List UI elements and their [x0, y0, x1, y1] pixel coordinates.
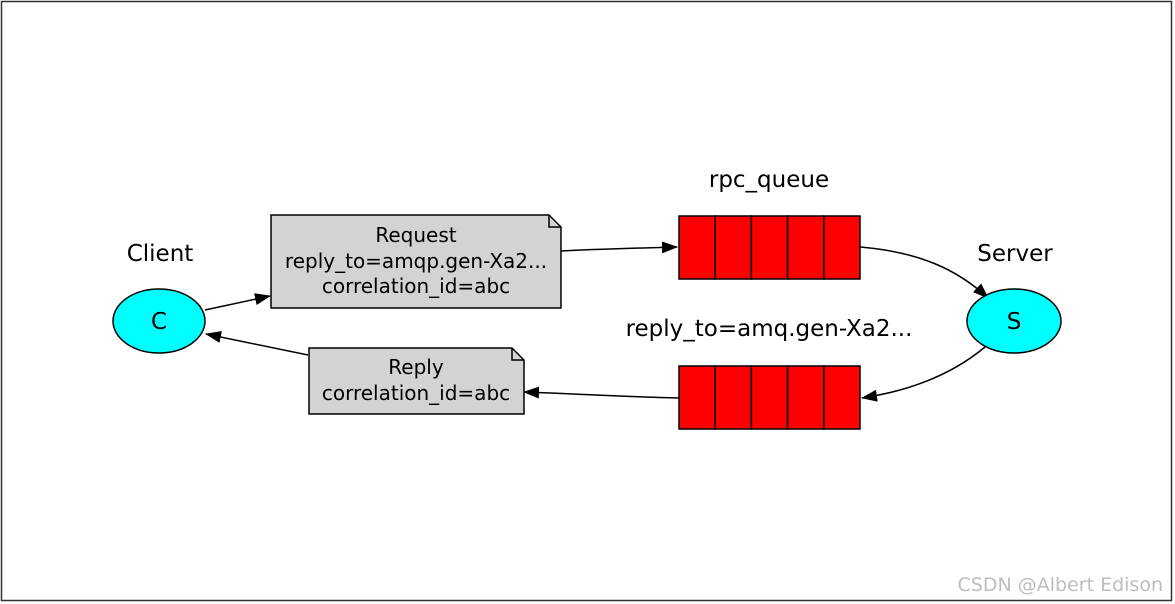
- reply-note-fold: [511, 348, 524, 361]
- reply-queue-cell: [823, 365, 861, 430]
- client-node-letter: C: [151, 309, 167, 335]
- request-note-line-1: Request: [375, 223, 456, 247]
- edge-rpc-queue-to-server: [859, 246, 989, 299]
- rpc-queue: [678, 215, 861, 280]
- edge-reply-queue-to-reply-note: [523, 386, 680, 399]
- reply-queue-label: reply_to=amq.gen-Xa2...: [626, 316, 913, 342]
- request-note-line-3: correlation_id=abc: [322, 274, 510, 298]
- rpc-queue-cell: [750, 215, 789, 280]
- reply-queue: [678, 365, 861, 430]
- edge-server-to-reply-queue: [861, 346, 986, 402]
- reply-queue-cell: [714, 365, 753, 430]
- request-note-line-2: reply_to=amqp.gen-Xa2...: [285, 249, 547, 273]
- server-caption: Server: [977, 241, 1053, 267]
- edge-reply-note-to-client: [205, 331, 309, 356]
- reply-queue-cell: [678, 365, 716, 430]
- rpc-queue-cell: [823, 215, 861, 280]
- request-note-fold: [548, 215, 561, 228]
- reply-note-line-2: correlation_id=abc: [322, 381, 510, 405]
- request-note-shape: [270, 214, 562, 309]
- reply-queue-cell: [786, 365, 825, 430]
- rpc-queue-cell: [786, 215, 825, 280]
- edge-request-to-rpc-queue: [560, 241, 678, 254]
- server-node-letter: S: [1007, 309, 1022, 335]
- reply-note-line-1: Reply: [388, 355, 444, 379]
- client-node: [112, 288, 206, 354]
- rpc-queue-cell: [678, 215, 716, 280]
- client-caption: Client: [127, 241, 194, 267]
- edge-client-to-request: [204, 293, 271, 311]
- rpc-queue-label: rpc_queue: [709, 167, 829, 193]
- reply-note-shape: [308, 347, 525, 415]
- server-node: [966, 288, 1062, 354]
- rpc-queue-cell: [714, 215, 753, 280]
- watermark: CSDN @Albert Edison: [958, 574, 1163, 596]
- reply-queue-cell: [750, 365, 789, 430]
